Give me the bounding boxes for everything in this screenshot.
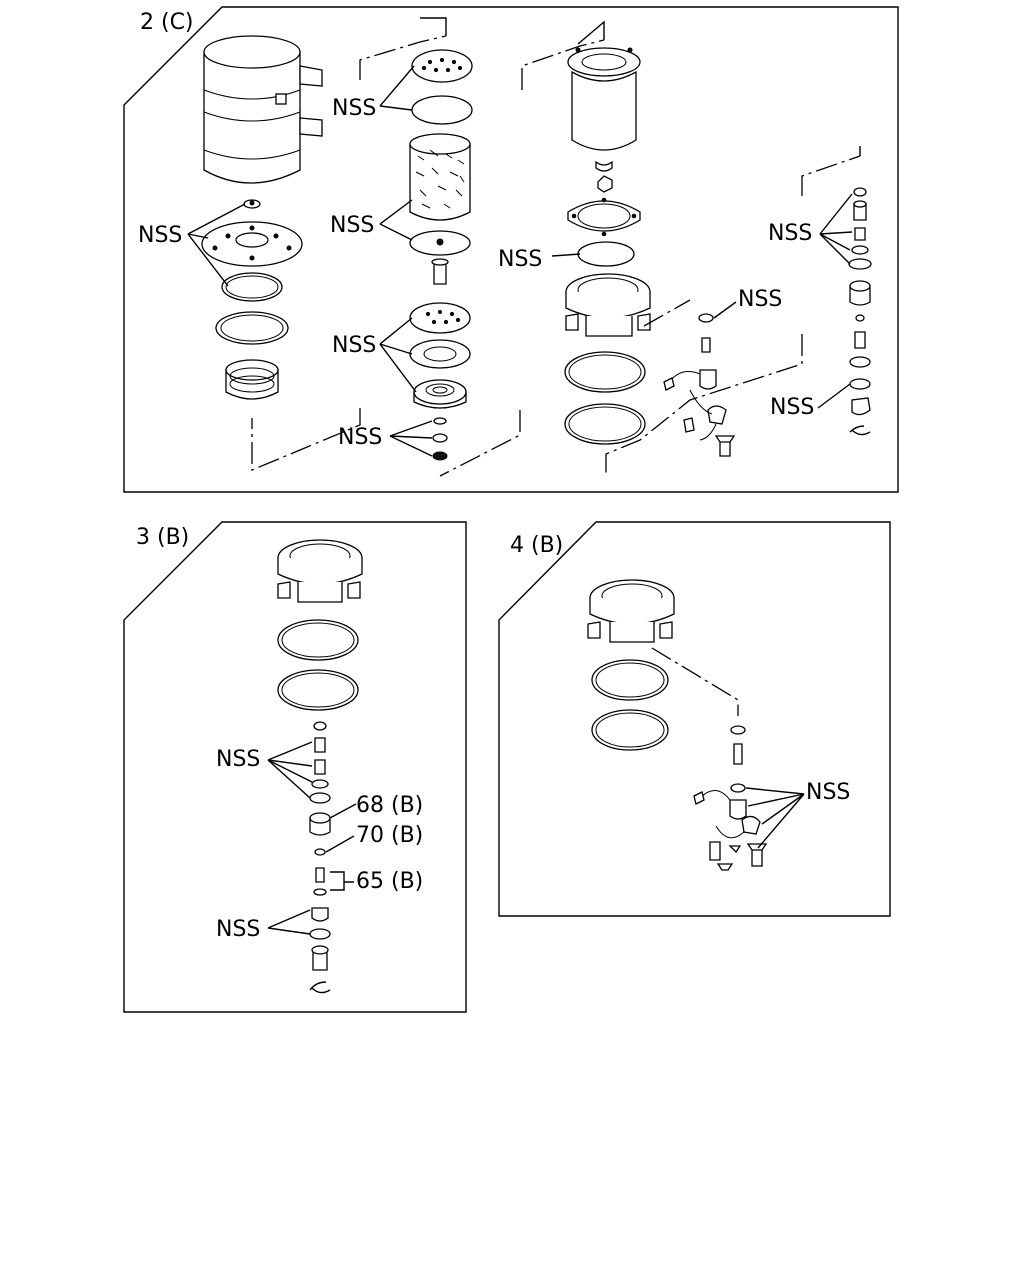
valve-stack-p3 — [309, 721, 331, 994]
canister — [203, 35, 323, 184]
gasket-disc — [411, 95, 473, 125]
nss-label-p3-bottom: NSS — [216, 917, 260, 942]
nss-label-flange: NSS — [498, 247, 542, 272]
part-68-label: 68 (B) — [356, 793, 423, 818]
spring-element — [225, 359, 279, 400]
part-70-label: 70 (B) — [356, 823, 423, 848]
panel-4-title: 4 (B) — [510, 533, 563, 558]
nss-label-disc-top: NSS — [332, 96, 376, 121]
panel-3-title: 3 (B) — [136, 525, 189, 550]
bowl-housing — [567, 47, 641, 151]
gasket-p4-b — [591, 709, 669, 751]
nss-label-p3-top: NSS — [216, 747, 260, 772]
gasket-a — [564, 351, 646, 393]
right-valve-stack — [848, 187, 872, 436]
nss-label-p4: NSS — [806, 780, 850, 805]
nss-label-lower-disc: NSS — [332, 333, 376, 358]
valve-body-p3 — [277, 539, 363, 603]
valve-body-p4 — [587, 579, 675, 643]
filter-element — [409, 133, 471, 221]
perforated-disc-lower — [409, 302, 471, 334]
perforated-disc-top — [411, 49, 473, 83]
gasket-ring — [221, 272, 283, 302]
panel-4-frame — [498, 521, 891, 917]
panel-2-title: 2 (C) — [140, 10, 194, 35]
part-65-label: 65 (B) — [356, 869, 423, 894]
gasket-lower — [409, 339, 471, 369]
panel-2: 2 (C) NSS — [123, 6, 899, 493]
panel-3-frame — [123, 521, 467, 1013]
nss-label-small-parts: NSS — [338, 425, 382, 450]
nss-label-right-bottom: NSS — [770, 395, 814, 420]
o-ring — [577, 241, 635, 267]
nss-label-filter: NSS — [330, 213, 374, 238]
seal-ring — [215, 311, 289, 345]
sensor-assembly-p4 — [693, 725, 768, 871]
nss-label-canister: NSS — [138, 223, 182, 248]
valve-base — [413, 379, 467, 409]
sensor-assembly — [663, 313, 736, 457]
gasket-p3-b — [277, 669, 359, 711]
panel-3: 3 (B) NSS — [123, 521, 467, 1013]
panel-4: 4 (B) NSS — [498, 521, 891, 917]
flange-gasket — [567, 197, 641, 237]
panel-2-frame — [123, 6, 899, 493]
gasket-b — [564, 403, 646, 445]
cover-plate — [201, 221, 303, 267]
valve-body — [565, 273, 651, 337]
nss-label-sensor: NSS — [738, 287, 782, 312]
gasket-p4-a — [591, 659, 669, 701]
gasket-p3-a — [277, 619, 359, 661]
nss-label-right-top: NSS — [768, 221, 812, 246]
